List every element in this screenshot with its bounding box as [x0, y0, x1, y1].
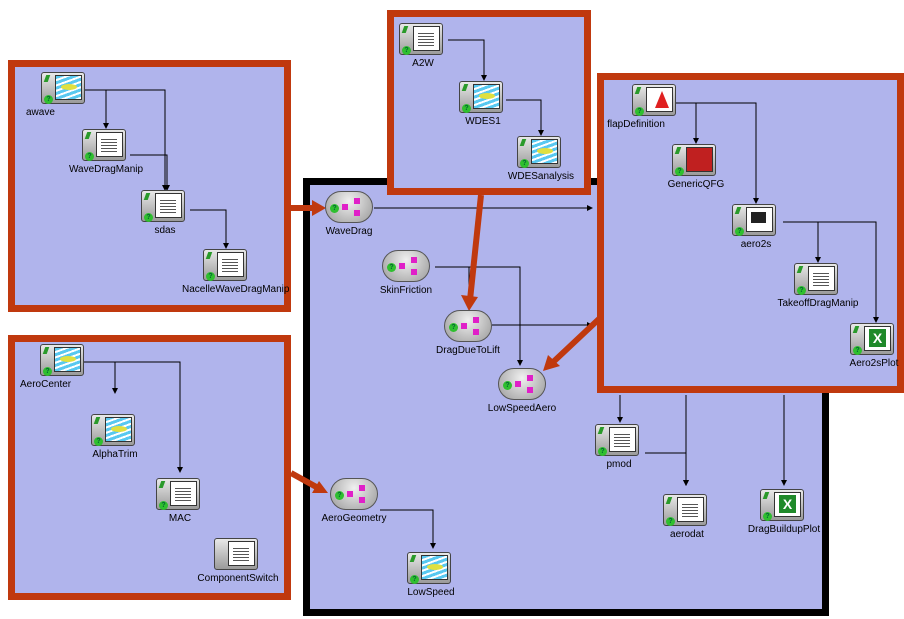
node-dragduetolift[interactable]: ? DragDueToLift: [423, 310, 513, 356]
document-icon: [413, 26, 440, 51]
document-icon: [96, 132, 123, 157]
node-mac[interactable]: ? MAC: [135, 478, 225, 524]
node-takeoffdragmanip[interactable]: ? TakeoffDragManip: [773, 263, 863, 309]
function-icon: [460, 316, 482, 336]
node-sdas[interactable]: ? sdas: [120, 190, 210, 236]
node-a2w[interactable]: ? A2W: [378, 23, 468, 69]
node-pmod[interactable]: ? pmod: [574, 424, 664, 470]
wing-icon: [55, 75, 82, 100]
terminal-icon: [746, 207, 773, 232]
node-wdesanalysis[interactable]: ? WDESanalysis: [496, 136, 586, 182]
node-lowspeedaero[interactable]: ? LowSpeedAero: [477, 368, 567, 414]
wing-icon: [531, 139, 558, 164]
excel-icon: [864, 326, 891, 351]
node-wavedrag[interactable]: ? WaveDrag: [304, 191, 394, 237]
node-aero2s[interactable]: ? aero2s: [711, 204, 801, 250]
document-icon: [217, 252, 244, 277]
document-icon: [609, 427, 636, 452]
node-aerodat[interactable]: ? aerodat: [642, 494, 732, 540]
emblem-icon: [686, 147, 713, 172]
node-aerocenter[interactable]: ? AeroCenter: [0, 344, 88, 390]
document-icon: [677, 497, 704, 522]
node-skinfriction[interactable]: ? SkinFriction: [361, 250, 451, 296]
wing-icon: [473, 84, 500, 109]
document-icon: [170, 481, 197, 506]
function-icon: [514, 374, 536, 394]
wing-icon: [421, 555, 448, 580]
function-icon: [346, 484, 368, 504]
node-wdes1[interactable]: ? WDES1: [438, 81, 528, 127]
node-nacellewavedragmanip[interactable]: ? NacelleWaveDragManip: [182, 249, 289, 295]
node-flapdefinition[interactable]: ? flapDefinition: [591, 84, 681, 130]
document-icon: [155, 193, 182, 218]
wing-icon: [105, 417, 132, 442]
node-genericqfg[interactable]: ? GenericQFG: [651, 144, 741, 190]
function-icon: [398, 256, 420, 276]
node-alphatrim[interactable]: ? AlphaTrim: [70, 414, 160, 460]
document-icon: [808, 266, 835, 291]
node-dragbuilduplot[interactable]: ? DragBuildupPlot: [739, 489, 829, 535]
node-awave[interactable]: ? awave: [0, 72, 89, 118]
cone-icon: [646, 87, 673, 112]
wing-icon: [54, 347, 81, 372]
node-aero2splot[interactable]: ? Aero2sPlot: [829, 323, 904, 369]
node-componentswitch[interactable]: ComponentSwitch: [193, 538, 283, 584]
excel-icon: [774, 492, 801, 517]
node-aerogeometry[interactable]: ? AeroGeometry: [309, 478, 399, 524]
document-icon: [228, 541, 255, 566]
node-wavedragmanip[interactable]: ? WaveDragManip: [61, 129, 151, 175]
node-lowspeed[interactable]: ? LowSpeed: [386, 552, 476, 598]
function-icon: [341, 197, 363, 217]
